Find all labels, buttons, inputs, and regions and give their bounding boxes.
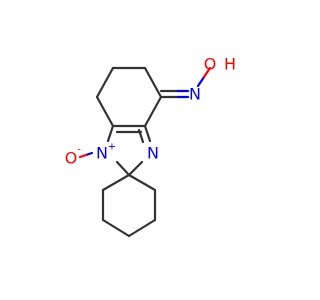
atom-n1-charge: + — [108, 142, 116, 153]
bond-n1-oxide-red — [78, 153, 88, 159]
bond-c7a-c7 — [95, 95, 115, 128]
bond-c2-n3 — [127, 160, 144, 177]
bond-noxime-o — [196, 75, 206, 88]
atom-n3-label: N — [147, 144, 159, 163]
bond-c4-c3a — [143, 95, 163, 128]
oxime-group — [159, 66, 212, 99]
atom-oxide-charge: - — [77, 145, 81, 156]
bond-c5-c4 — [143, 66, 163, 99]
bond-noxime-o-red — [202, 66, 212, 79]
molecule-diagram: N + N O - N O H — [64, 54, 237, 238]
atom-hydroxyl-h-label: H — [224, 55, 236, 74]
bond-cy3-cy4 — [127, 218, 157, 238]
imidazole-ring — [106, 124, 152, 177]
atom-n1-label: N — [96, 144, 108, 163]
atom-oxime-n-label: N — [189, 85, 201, 104]
bond-c7a-n1 — [106, 124, 115, 143]
atom-oxime-o-label: O — [204, 55, 217, 74]
bond-cy2-cy3 — [101, 218, 131, 238]
bond-spiro-c2-cy1 — [101, 173, 131, 192]
bond-cy5-c2 — [127, 173, 157, 192]
bond-c2-n1 — [115, 160, 131, 177]
cyclohexene-ring — [95, 66, 163, 128]
atom-oxide-label: O — [65, 149, 78, 168]
cyclohexane-ring — [101, 173, 157, 238]
molecule-structure: N + N O - N O H — [65, 55, 236, 238]
bond-c7-c6 — [95, 66, 115, 99]
bond-c3a-n3 — [143, 124, 152, 143]
